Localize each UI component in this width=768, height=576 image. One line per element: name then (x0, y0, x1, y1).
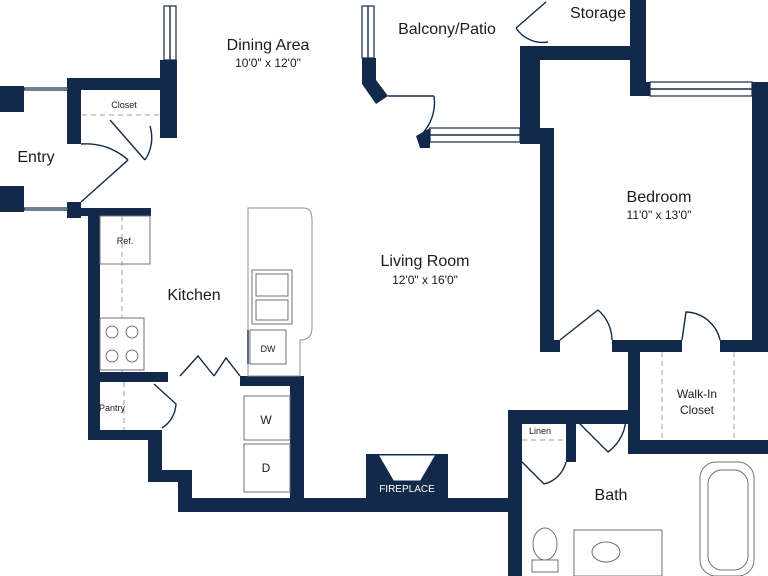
dining-size: 10'0" x 12'0" (235, 56, 301, 70)
living-label: Living Room (381, 253, 470, 270)
dining-label: Dining Area (227, 37, 310, 54)
bath-label: Bath (595, 487, 628, 504)
living-size: 12'0" x 16'0" (392, 273, 458, 287)
fixtures (82, 114, 755, 576)
kitchen-label: Kitchen (167, 287, 220, 304)
windows (23, 5, 753, 211)
fireplace-label: FIREPLACE (379, 484, 435, 495)
linen-label: Linen (529, 426, 551, 436)
closet-label: Closet (111, 100, 137, 110)
balcony-label: Balcony/Patio (398, 21, 496, 38)
bedroom-label: Bedroom (627, 189, 692, 206)
doors (80, 1, 721, 485)
storage-label: Storage (570, 5, 626, 22)
dishwasher-label: DW (261, 344, 276, 354)
refrigerator-label: Ref. (117, 236, 134, 246)
washer-label: W (260, 413, 272, 427)
room-labels: Storage Balcony/Patio Dining Area 10'0" … (17, 5, 717, 504)
dryer-label: D (262, 461, 271, 475)
entry-label: Entry (17, 149, 54, 166)
walkin-label-2: Closet (680, 403, 715, 417)
pantry-label: Pantry (99, 403, 126, 413)
walkin-label-1: Walk-In (677, 387, 717, 401)
bedroom-size: 11'0" x 13'0" (627, 208, 692, 222)
